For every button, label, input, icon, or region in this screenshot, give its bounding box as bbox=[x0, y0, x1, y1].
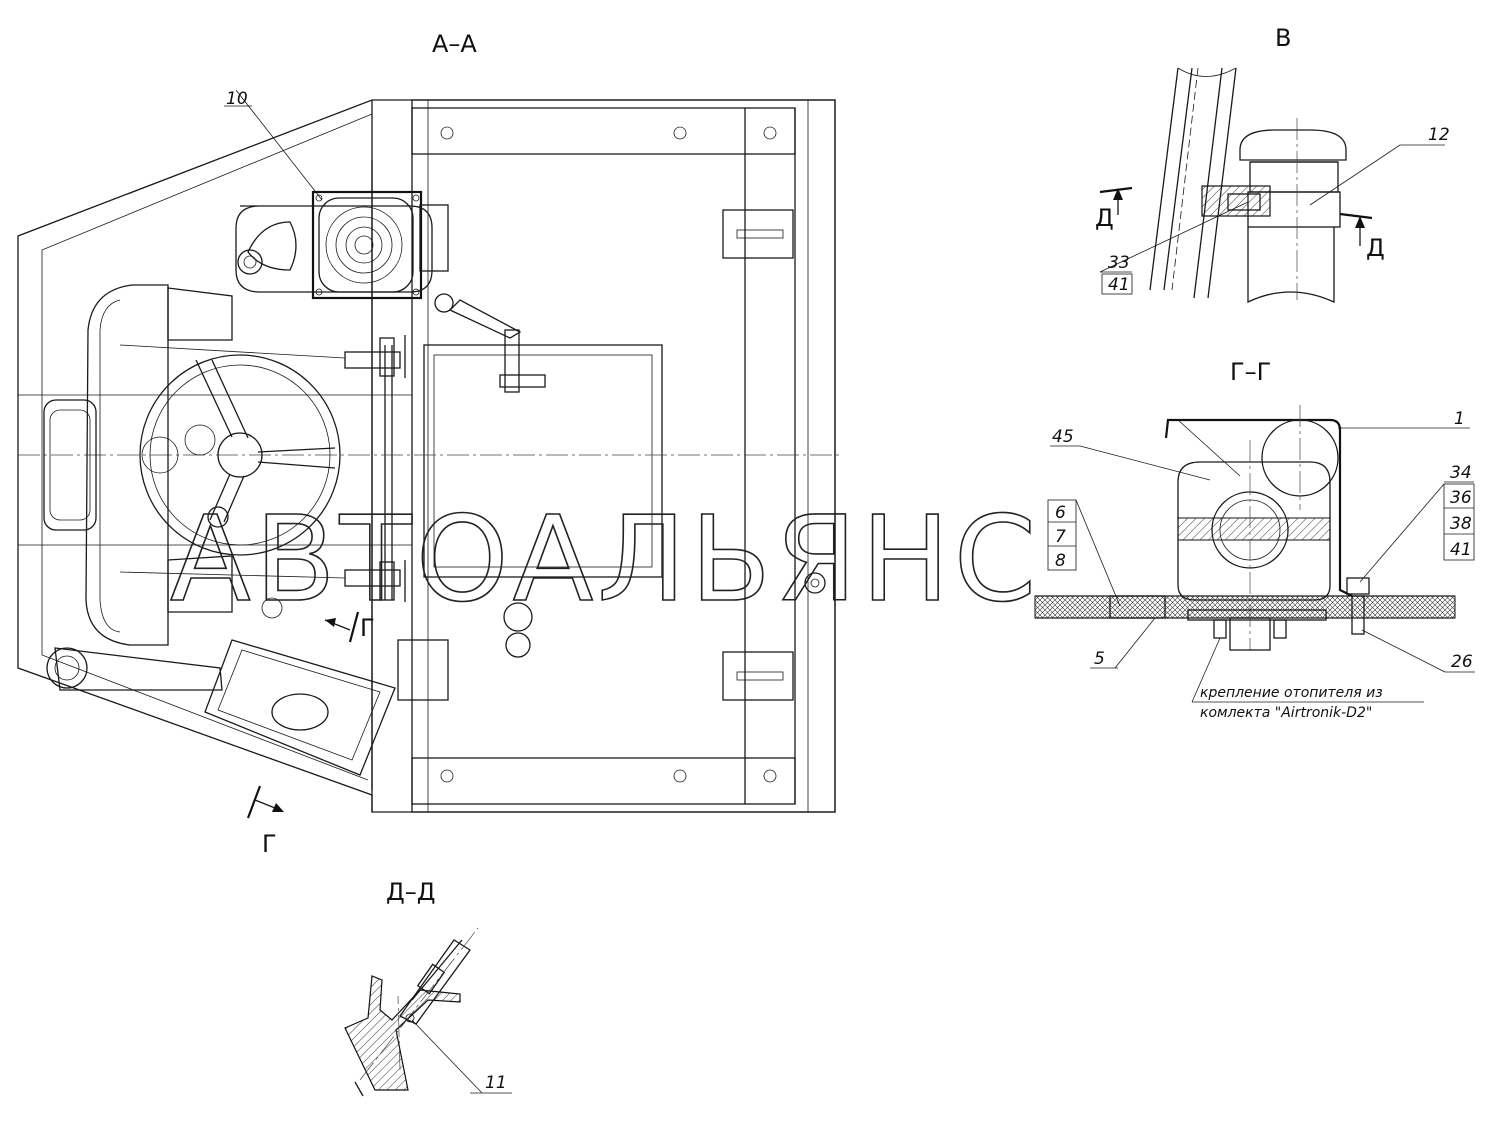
note-line-1: крепление отопителя из bbox=[1200, 685, 1383, 701]
view-g-g: Г–Г 45 1 6 7 8 bbox=[1034, 358, 1475, 721]
section-mark-d-left: Д bbox=[1095, 204, 1114, 232]
note-line-2: комлекта "Airtronik-D2" bbox=[1200, 705, 1372, 721]
view-a-a: А–А bbox=[17, 30, 840, 858]
callout-36: 36 bbox=[1450, 488, 1472, 508]
callout-41b: 41 bbox=[1450, 540, 1472, 560]
callout-38: 38 bbox=[1450, 514, 1472, 534]
section-mark-g-upper: Г bbox=[360, 614, 375, 642]
view-b-title: В bbox=[1275, 24, 1291, 52]
section-mark-d-right: Д bbox=[1366, 234, 1385, 262]
view-g-g-title: Г–Г bbox=[1230, 358, 1271, 386]
view-d-d-title: Д–Д bbox=[386, 878, 436, 906]
view-d-d: Д–Д 11 bbox=[344, 878, 512, 1097]
callout-12: 12 bbox=[1428, 125, 1450, 145]
callout-45: 45 bbox=[1052, 427, 1074, 447]
callout-7: 7 bbox=[1055, 527, 1066, 547]
callout-41a: 41 bbox=[1108, 275, 1130, 295]
callout-8: 8 bbox=[1055, 551, 1066, 571]
callout-34: 34 bbox=[1450, 463, 1472, 483]
watermark: АВТОАЛЬЯНС bbox=[170, 490, 1040, 628]
callout-26: 26 bbox=[1451, 652, 1473, 672]
callout-33: 33 bbox=[1108, 253, 1130, 273]
callout-10: 10 bbox=[226, 89, 248, 109]
view-a-a-title: А–А bbox=[432, 30, 477, 58]
view-b: В Д Д 12 33 41 bbox=[1095, 24, 1450, 304]
callout-5: 5 bbox=[1094, 649, 1105, 669]
section-mark-g-lower: Г bbox=[262, 830, 277, 858]
callout-11: 11 bbox=[485, 1073, 507, 1093]
callout-6: 6 bbox=[1055, 503, 1066, 523]
callout-1: 1 bbox=[1454, 409, 1465, 429]
